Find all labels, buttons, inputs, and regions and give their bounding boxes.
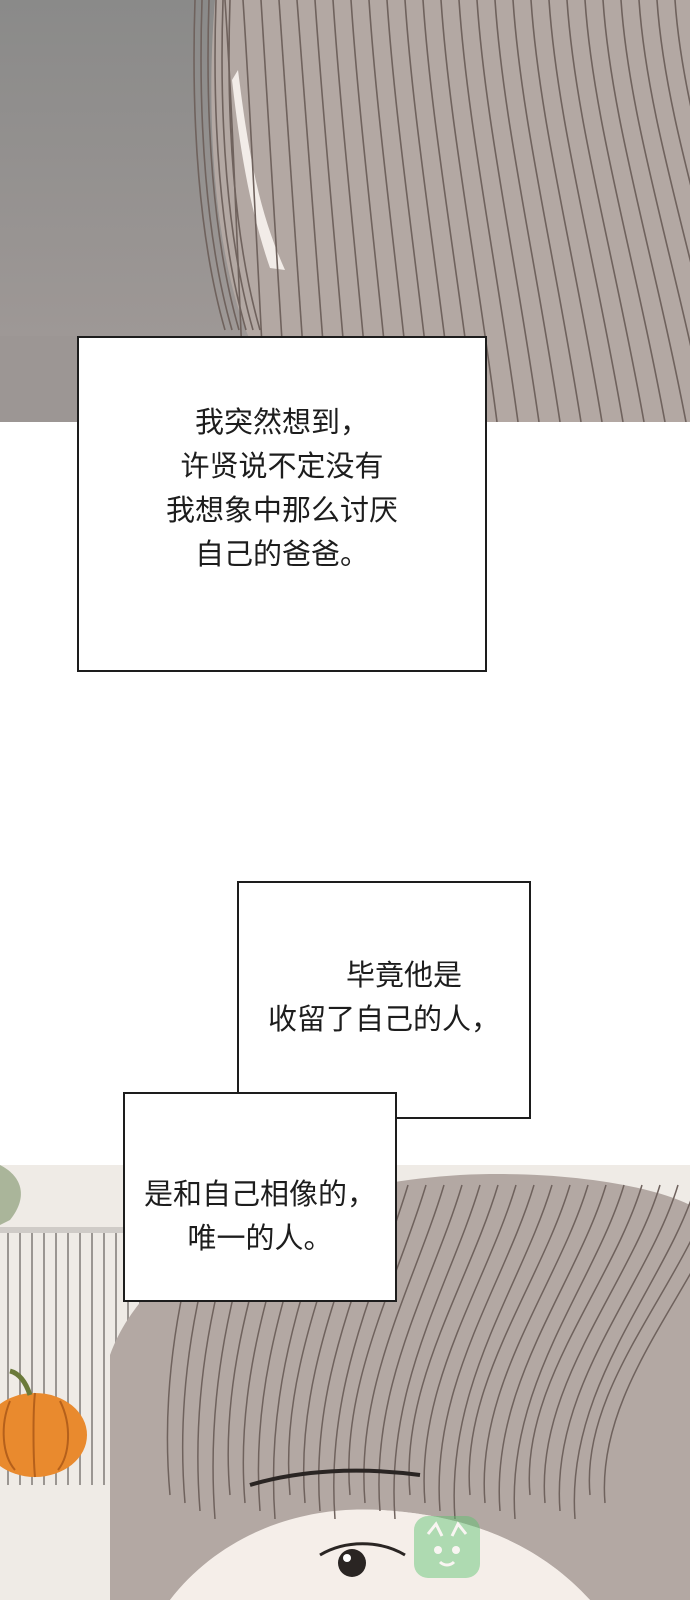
- hair-strands: [193, 0, 690, 422]
- caption-box-1: 我突然想到， 许贤说不定没有 我想象中那么讨厌 自己的爸爸。: [77, 336, 487, 672]
- caption-box-3: 是和自己相像的， 唯一的人。: [123, 1092, 397, 1302]
- pumpkin: [0, 1368, 87, 1478]
- cat-logo-icon: [414, 1516, 480, 1578]
- caption-2-line-1: 毕竟他是: [345, 958, 462, 992]
- boy-face: [170, 1509, 590, 1600]
- top-panel-illustration: [0, 0, 690, 422]
- window-background: [0, 0, 250, 340]
- caption-box-2: 毕竟他是 收留了自己的人，: [237, 881, 531, 1119]
- watermark: [410, 1512, 670, 1584]
- caption-3-line-1: 是和自己相像的，: [143, 1177, 376, 1211]
- hair-closeup-art: [0, 0, 690, 422]
- eye: [319, 1542, 406, 1577]
- caption-2-line-2: 收留了自己的人，: [267, 1002, 500, 1036]
- caption-1-line-3: 我想象中那么讨厌: [165, 493, 398, 527]
- caption-3-line-2: 唯一的人。: [187, 1221, 333, 1255]
- eyebrow: [249, 1468, 421, 1487]
- plant-leaves: [0, 1165, 21, 1225]
- boy-closeup-art: [0, 1165, 690, 1600]
- bottom-panel-illustration: [0, 1165, 690, 1600]
- hair-highlight: [232, 70, 285, 270]
- caption-1-line-1: 我突然想到，: [194, 405, 369, 439]
- caption-1-line-2: 许贤说不定没有: [180, 449, 384, 483]
- caption-1-line-4: 自己的爸爸。: [194, 537, 369, 571]
